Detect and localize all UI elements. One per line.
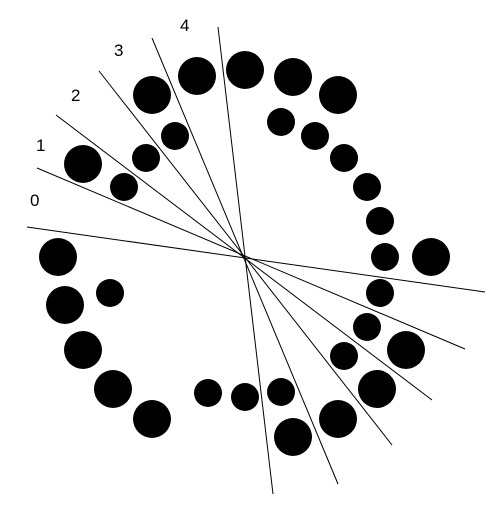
dot [94,370,132,408]
dot [387,331,425,369]
dot [358,370,396,408]
dot [366,207,394,235]
dot [412,238,450,276]
dot [274,58,312,96]
dots [39,51,450,456]
dot [366,279,394,307]
radial-line-5 [217,26,274,495]
dot [64,331,102,369]
line-label-0: 0 [30,191,39,210]
dot [267,378,295,406]
dot [194,379,222,407]
dot [133,76,171,114]
dot [301,122,329,150]
line-label-3: 3 [114,41,123,60]
radial-line-1 [36,167,466,350]
dot [274,418,312,456]
dot [161,122,189,150]
dot [46,286,84,324]
dot [371,243,399,271]
dot [319,400,357,438]
radial-lines [26,26,486,495]
line-label-4: 4 [180,16,189,35]
dot [330,342,358,370]
dot [353,173,381,201]
line-label-2: 2 [71,86,80,105]
dot [178,57,216,95]
dot [64,145,102,183]
radial-line-4 [151,37,339,485]
dot [39,238,77,276]
dot [330,144,358,172]
dot [133,400,171,438]
radial-line-0 [26,226,486,293]
line-label-1: 1 [36,136,45,155]
dot [319,76,357,114]
dot [267,108,295,136]
dot [226,51,264,89]
line-labels: 0 1 2 3 4 [30,16,189,210]
dot [132,144,160,172]
dot [96,279,124,307]
dot [353,313,381,341]
dot [231,383,259,411]
dot [110,173,138,201]
